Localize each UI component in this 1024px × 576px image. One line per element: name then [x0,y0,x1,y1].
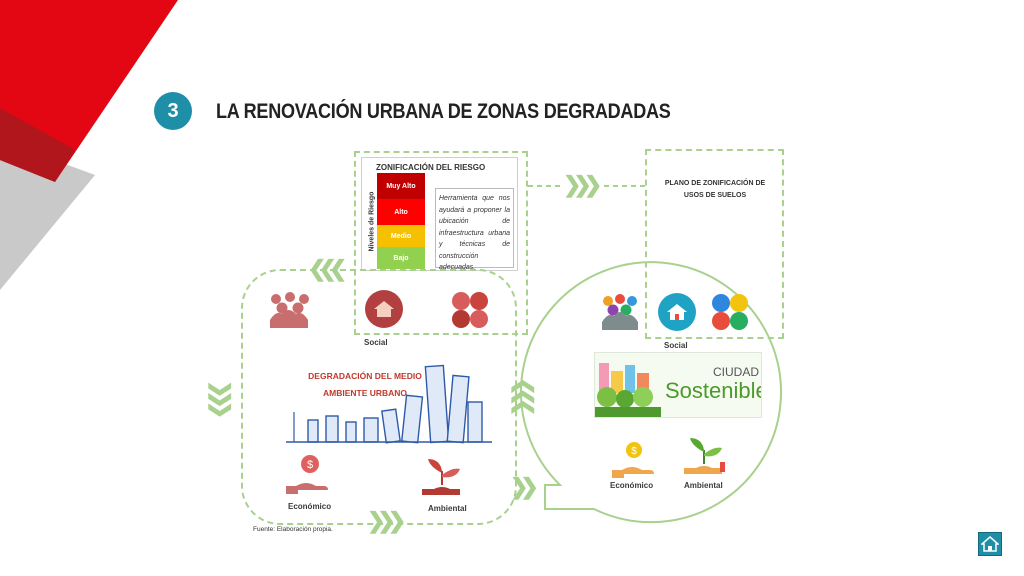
right-economic-label: Económico [610,481,654,490]
chevron-up-icon: ❯❯❯ [508,385,534,417]
degradation-line-1: DEGRADACIÓN DEL MEDIO [308,371,422,381]
home-icon [365,290,403,328]
chevron-right-link-icon: ❯❯ [510,474,539,499]
home-color-icon [658,293,696,331]
home-button[interactable] [978,532,1002,556]
sustainable-city-banner: CIUDAD Sostenible [594,352,762,418]
corner-decoration [0,0,178,290]
left-social-label: Social [364,338,388,347]
right-environmental-label: Ambiental [684,481,723,490]
chevron-down-icon: ❯❯❯ [209,380,234,412]
risk-zoning-box [354,151,528,335]
svg-text:$: $ [307,459,313,471]
slide-number-badge: 3 [154,92,192,130]
risk-panel: ZONIFICACIÓN DEL RIESGO Niveles de Riesg… [361,157,518,271]
utilities-color-icon [712,294,748,330]
risk-description: Herramienta que nos ayudará a proponer l… [439,195,510,271]
risk-level-high: Alto [377,199,425,225]
right-social-label: Social [664,341,688,350]
degradation-title: DEGRADACIÓN DEL MEDIO AMBIENTE URBANO [300,368,430,402]
left-environmental-label: Ambiental [428,504,467,513]
chevron-right-bottom-icon: ❯❯❯ [367,508,406,533]
risk-level-scale: Muy Alto Alto Medio Bajo [377,173,425,269]
risk-level-low: Bajo [377,247,425,269]
land-use-plan-heading: PLANO DE ZONIFICACIÓN DE USOS DE SUELOS [664,180,766,199]
people-group-icon [270,292,309,328]
degradation-line-2: AMBIENTE URBANO [322,388,408,398]
money-hand-icon: $ [286,455,328,494]
chevron-left-icon: ❮❮❮ [308,256,347,281]
source-note: Fuente: Elaboración propia. [253,526,333,533]
city-name: Sostenible [665,378,762,403]
plant-hand-icon [422,459,460,495]
land-use-plan-box [645,149,784,339]
city-label: CIUDAD [713,365,760,379]
home-nav-icon [981,536,999,552]
risk-level-very-high: Muy Alto [377,173,425,199]
plant-hand-color-icon [684,438,725,474]
risk-level-medium: Medio [377,225,425,247]
money-hand-color-icon: $ [612,442,654,478]
risk-description-box: Herramienta que nos ayudará a proponer l… [435,188,514,271]
page-title: LA RENOVACIÓN URBANA DE ZONAS DEGRADADAS [216,100,671,123]
risk-heading: ZONIFICACIÓN DEL RIESGO [376,163,486,172]
left-economic-label: Económico [288,502,332,511]
people-group-color-icon [602,294,638,330]
svg-text:$: $ [631,446,637,457]
degraded-city-illustration [286,364,492,444]
chevron-right-icon: ❯❯❯ [563,172,602,197]
utilities-icon [452,292,488,328]
city-trees-illustration [595,363,661,417]
